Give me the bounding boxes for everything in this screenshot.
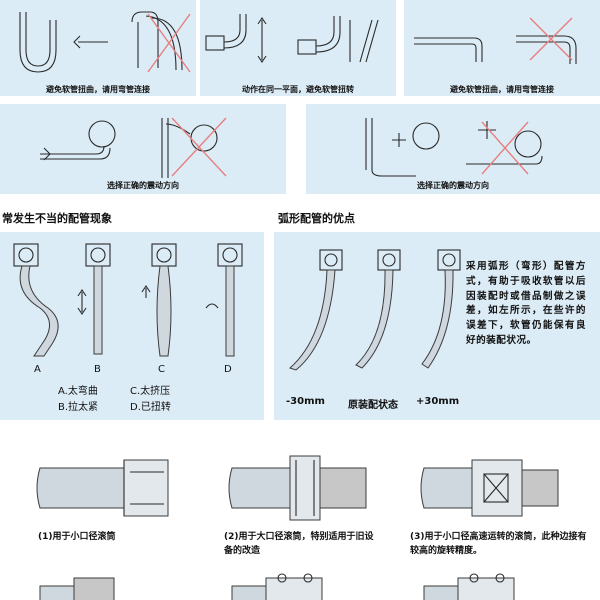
- fitting-caption-3: (3)用于小口径高速运转的滚筒，此种边接有较高的旋转精度。: [410, 532, 587, 556]
- caption-vibration-left: 选择正确的震动方向: [107, 181, 179, 190]
- caption-top-middle: 动作在同一平面，避免软管扭转: [242, 85, 354, 94]
- caption-top-left: 避免软管扭曲，请用弯管连接: [46, 85, 150, 94]
- letter-a: A: [34, 364, 41, 375]
- fitting-diagram-6: [423, 573, 515, 600]
- heading-arc-piping: 弧形配管的优点: [278, 212, 355, 225]
- panel-top-left: 避免软管扭曲，请用弯管连接: [0, 0, 196, 96]
- panel-improper-piping: A B C D A.太弯曲 C.太挤压 B.拉太紧 D.已扭转: [0, 232, 264, 420]
- panel-vibration-left: 选择正确的震动方向: [0, 104, 286, 194]
- improper-piping-diagram: [13, 243, 243, 357]
- arc-piping-diagram: [289, 249, 461, 371]
- letter-c: C: [158, 364, 165, 375]
- vibration-direction-diagram: [40, 117, 227, 178]
- vibration-direction-diagram-2: [365, 118, 543, 177]
- fitting-diagram-3: [420, 459, 559, 517]
- panel-top-middle: 动作在同一平面，避免软管扭转: [200, 0, 396, 96]
- letter-d: D: [224, 364, 232, 375]
- caption-top-right: 避免软管扭曲，请用弯管连接: [450, 85, 554, 94]
- legend-d: D.已扭转: [130, 402, 171, 413]
- panel-top-right: 避免软管扭曲，请用弯管连接: [404, 0, 600, 96]
- fitting-diagram-5: [231, 573, 323, 600]
- elbow-connection-diagram: [414, 17, 577, 64]
- fitting-diagram-1: [36, 459, 169, 517]
- fitting-caption-2: (2)用于大口径滚筒，特别适用于旧设备的改造: [224, 532, 374, 556]
- letter-b: B: [94, 364, 101, 375]
- arc-advantage-note: 采用弧形（弯形）配管方式，有助于吸收软管以后因装配时或借品制做之误差，如左所示，…: [466, 261, 586, 346]
- arc-label-original: 原装配状态: [348, 400, 398, 411]
- panel-vibration-right: 选择正确的震动方向: [306, 104, 600, 194]
- legend-a: A.太弯曲: [58, 386, 98, 397]
- arc-label-plus: +30mm: [416, 396, 460, 407]
- legend-b: B.拉太紧: [58, 402, 99, 413]
- fitting-caption-1: (1)用于小口径滚筒: [38, 532, 116, 542]
- hose-bend-diagram: [19, 11, 191, 73]
- arc-label-minus: -30mm: [286, 396, 325, 407]
- legend-c: C.太挤压: [130, 386, 171, 397]
- caption-vibration-right: 选择正确的震动方向: [417, 181, 489, 190]
- heading-improper-piping: 常发生不当的配管现象: [2, 212, 112, 225]
- panel-arc-piping: -30mm 原装配状态 +30mm: [274, 232, 600, 420]
- fitting-diagram-2: [228, 455, 367, 521]
- plane-motion-diagram: [205, 14, 379, 63]
- fitting-diagram-4: [39, 577, 115, 600]
